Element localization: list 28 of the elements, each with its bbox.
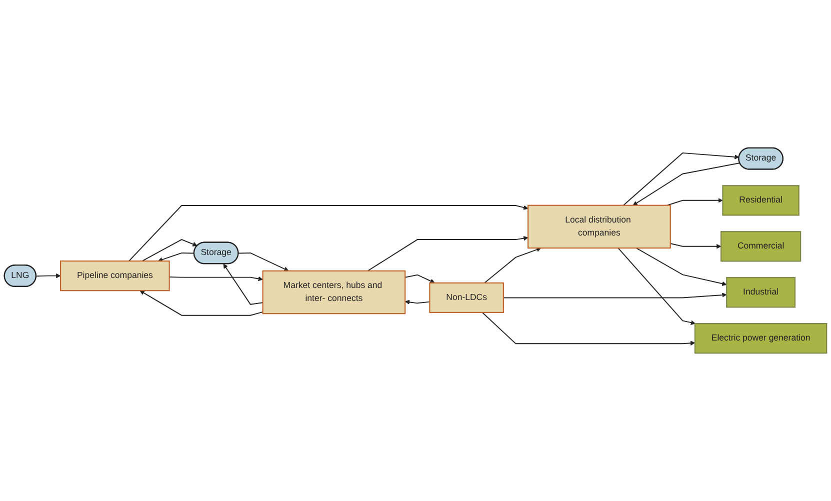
arrow (142, 239, 198, 262)
node-box: Industrial (726, 277, 796, 308)
arrow (158, 252, 195, 262)
node-box: Local distribution companies (528, 204, 671, 249)
arrow (636, 248, 727, 286)
arrow (484, 247, 542, 284)
arrow (168, 276, 263, 282)
arrow (670, 243, 722, 249)
node-box: Residential (722, 185, 800, 216)
arrow (482, 312, 696, 346)
node-box: Market centers, hubs and inter- connects (262, 270, 406, 314)
arrow (618, 248, 696, 325)
arrow (622, 152, 740, 206)
arrow (632, 162, 740, 206)
node-box: Electric power generation (694, 323, 828, 354)
arrow (502, 292, 727, 298)
arrow (404, 274, 435, 284)
arrow (666, 198, 723, 206)
arrow (404, 300, 430, 305)
node-box: Pipeline companies (60, 260, 170, 292)
arrow (367, 236, 528, 272)
arrow (140, 290, 264, 316)
arrow (238, 252, 289, 272)
node-box: Commercial (720, 231, 802, 262)
arrow (128, 205, 528, 262)
arrow (36, 273, 61, 278)
node-box: Non-LDCs (429, 282, 504, 314)
arrow (223, 264, 264, 305)
